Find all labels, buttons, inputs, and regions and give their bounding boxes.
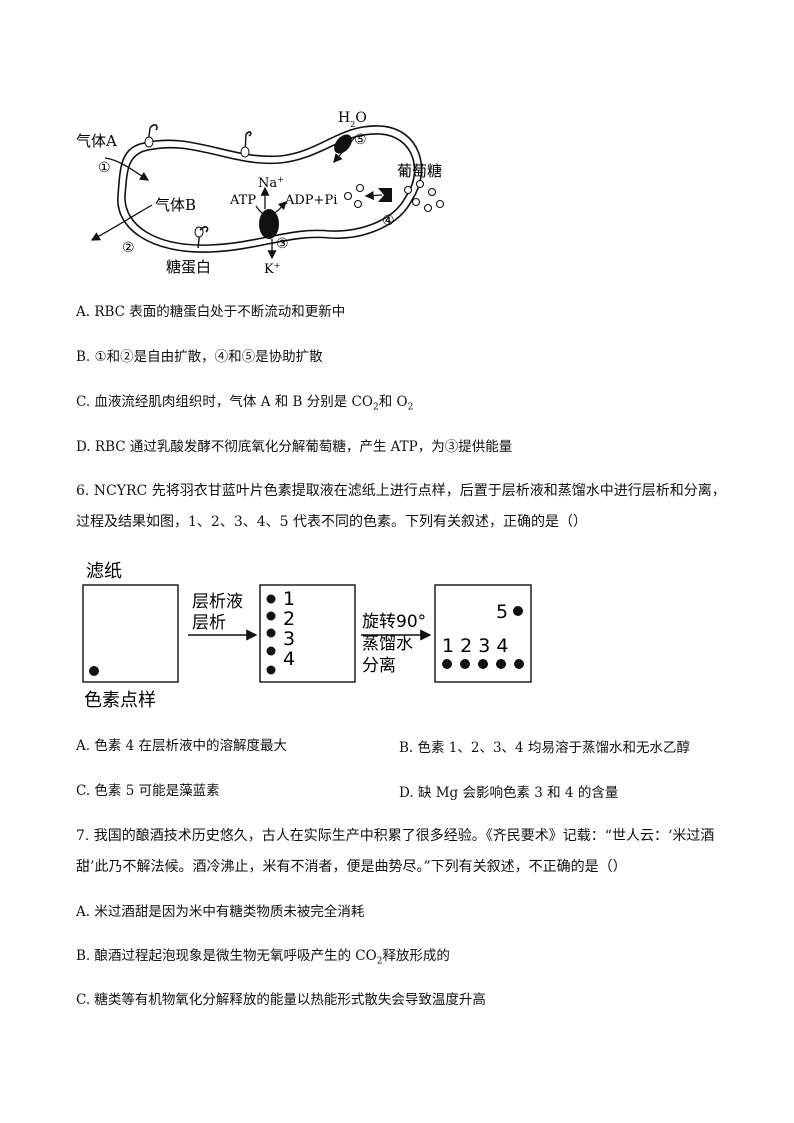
pigment-4-label: 4	[283, 648, 295, 670]
filter-paper-box-3	[434, 584, 532, 683]
glucose-carrier	[378, 188, 392, 202]
q7-option-a: A. 米过酒甜是因为米中有糖类物质未被完全消耗	[76, 904, 365, 920]
bottom-pigment-spots	[442, 659, 524, 669]
q6-stem-line-1: 6. NCYRC 先将羽衣甘蓝叶片色素提取液在滤纸上进行点样，后置于层析液和蒸馏…	[76, 483, 726, 499]
q6-option-d: D. 缺 Mg 会影响色素 3 和 4 的含量	[399, 785, 619, 801]
h2o-label: H2O	[338, 110, 367, 129]
aquaporin	[334, 134, 352, 154]
circle-5-label: ⑤	[354, 132, 367, 148]
circle-1-label: ①	[98, 160, 111, 176]
cell-membrane-inner	[124, 133, 416, 246]
q5-option-d: D. RBC 通过乳酸发酵不彻底氧化分解葡萄糖，产生 ATP，为③提供能量	[76, 439, 513, 455]
sodium-potassium-pump	[259, 209, 279, 239]
na-label: Na+	[258, 175, 284, 191]
chromatography-diagram: 滤纸 色素点样 层析液 层析 1 2 3 4 旋转90° 蒸馏水 分离 5 1 …	[82, 561, 532, 711]
step2-label-line2: 蒸馏水	[362, 634, 413, 654]
cell-membrane-outer	[117, 125, 423, 253]
circle-2-label: ②	[122, 240, 135, 256]
circle-3-label: ③	[276, 236, 289, 252]
q6-stem-line-2: 过程及结果如图，1、2、3、4、5 代表不同的色素。下列有关叙述，正确的是（）	[76, 514, 587, 530]
sample-spot	[89, 666, 99, 676]
q6-option-c: C. 色素 5 可能是藻蓝素	[76, 783, 220, 799]
water-arrow	[333, 135, 357, 163]
atp-label: ATP	[229, 193, 256, 208]
step2-label-line3: 分离	[362, 656, 396, 676]
gas-a-arrow	[104, 157, 150, 181]
q5-option-c: C. 血液流经肌肉组织时，气体 A 和 B 分别是 CO2和 O2	[76, 394, 414, 413]
step2-label-line1: 旋转90°	[362, 612, 426, 632]
glucose-arrow	[364, 190, 383, 201]
q7-stem-line-1: 7. 我国的酿酒技术历史悠久，古人在实际生产中积累了很多经验。《齐民要术》记载：…	[76, 828, 715, 844]
q5-option-b: B. ①和②是自由扩散，④和⑤是协助扩散	[76, 349, 323, 365]
adp-arrow	[271, 201, 287, 215]
gas-a-label: 气体A	[76, 132, 117, 150]
pigment-2-label: 2	[283, 608, 295, 630]
glycoprotein-marker-3	[194, 226, 209, 249]
k-label: K+	[264, 261, 280, 277]
pigment-5-spot	[513, 606, 523, 616]
atp-arrow	[255, 205, 269, 216]
q7-option-c: C. 糖类等有机物氧化分解释放的能量以热能形式散失会导致温度升高	[76, 992, 486, 1008]
gas-b-label: 气体B	[155, 196, 196, 214]
pigment-5-label: 5	[496, 601, 508, 623]
q6-option-b: B. 色素 1、2、3、4 均易溶于蒸馏水和无水乙醇	[399, 740, 690, 756]
glycoprotein-marker-1	[144, 124, 158, 148]
rbc-transport-diagram: 气体A ① 气体B ② Na+ ATP ADP+Pi ③ K+ H2O ⑤ 葡萄…	[76, 110, 445, 277]
gas-b-arrow	[90, 204, 153, 241]
q7-stem-line-2: 甜’此乃不解法候。酒冷沸止，米有不消者，便是曲势尽。”下列有关叙述，不正确的是（…	[76, 859, 627, 875]
glycoprotein-marker-2	[240, 131, 252, 158]
bottom-pigment-labels: 1 2 3 4	[442, 635, 508, 657]
q5-option-a: A. RBC 表面的糖蛋白处于不断流动和更新中	[76, 304, 346, 320]
glucose-label: 葡萄糖	[397, 162, 442, 180]
filter-paper-label: 滤纸	[86, 561, 122, 582]
circle-4-label: ④	[382, 213, 395, 229]
q6-option-a: A. 色素 4 在层析液中的溶解度最大	[76, 738, 288, 754]
filter-paper-box-1	[82, 584, 179, 683]
glucose-molecules	[343, 179, 445, 213]
sample-spot-label: 色素点样	[84, 690, 156, 711]
pigment-3-label: 3	[283, 628, 295, 650]
pigment-1-label: 1	[283, 588, 295, 610]
filter-paper-box-2	[259, 584, 356, 683]
q7-option-b: B. 酿酒过程起泡现象是微生物无氧呼吸产生的 CO2释放形成的	[76, 948, 450, 967]
step1-label-line1: 层析液	[192, 592, 243, 612]
glycoprotein-label: 糖蛋白	[166, 258, 211, 276]
step1-label-line2: 层析	[192, 613, 226, 633]
adp-pi-label: ADP+Pi	[284, 193, 337, 208]
separated-pigment-spots	[266, 594, 276, 675]
